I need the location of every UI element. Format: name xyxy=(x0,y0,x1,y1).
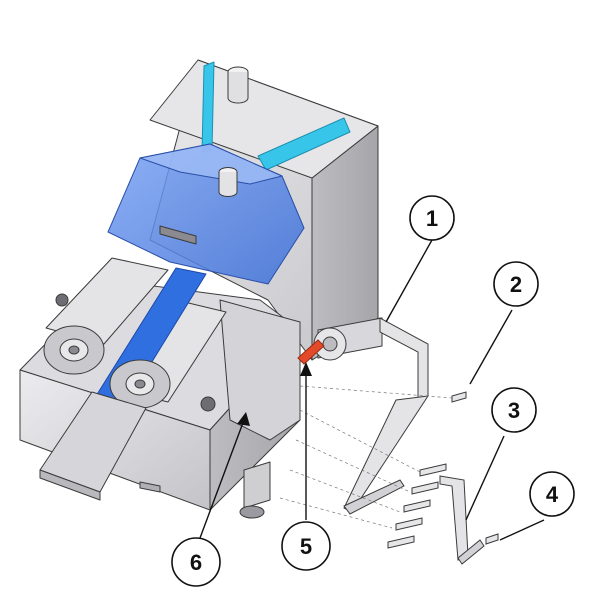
red-pin xyxy=(297,339,325,365)
callout-2: 2 xyxy=(493,261,539,307)
bracket-part-3 xyxy=(439,475,485,565)
blue-cover-top xyxy=(139,143,283,185)
callout-4: 4 xyxy=(529,471,575,517)
mounting-bracket-icon xyxy=(343,317,430,515)
cyan-strut-diagonal xyxy=(257,117,351,171)
callout-4-label: 4 xyxy=(546,482,559,507)
callout-3: 3 xyxy=(491,387,537,433)
wheel-left xyxy=(43,325,105,375)
callout-6-label: 6 xyxy=(190,550,202,575)
alignment-lines xyxy=(279,385,453,529)
cover-knob-body xyxy=(218,172,238,197)
leader-2 xyxy=(469,309,513,385)
callout-1-label: 1 xyxy=(426,206,438,231)
callout-3-label: 3 xyxy=(508,398,520,423)
mid-block xyxy=(219,299,301,441)
foot-post xyxy=(243,461,271,509)
side-knob xyxy=(200,396,216,412)
top-knob-body xyxy=(227,72,249,104)
leader-3 xyxy=(465,435,505,521)
leader-arrowheads xyxy=(237,362,312,426)
bread-slicer-machine-icon xyxy=(19,59,379,519)
leader-6 xyxy=(199,419,245,539)
chute-lip xyxy=(39,469,101,501)
wheel-right xyxy=(109,359,171,409)
callout-1: 1 xyxy=(409,195,455,241)
leader-4 xyxy=(499,519,545,541)
leader-1 xyxy=(385,239,433,323)
side-roll xyxy=(313,317,383,361)
small-knob xyxy=(55,293,69,307)
leader-lines xyxy=(199,239,545,541)
callout-6: 6 xyxy=(171,537,221,587)
screws xyxy=(387,391,499,549)
callout-5: 5 xyxy=(281,521,331,571)
callout-5-label: 5 xyxy=(300,534,312,559)
cyan-strut-vertical xyxy=(201,61,215,153)
foot-pad xyxy=(239,505,265,519)
callout-2-label: 2 xyxy=(510,272,522,297)
bottom-rod xyxy=(139,481,161,493)
cover-handle xyxy=(159,225,197,245)
